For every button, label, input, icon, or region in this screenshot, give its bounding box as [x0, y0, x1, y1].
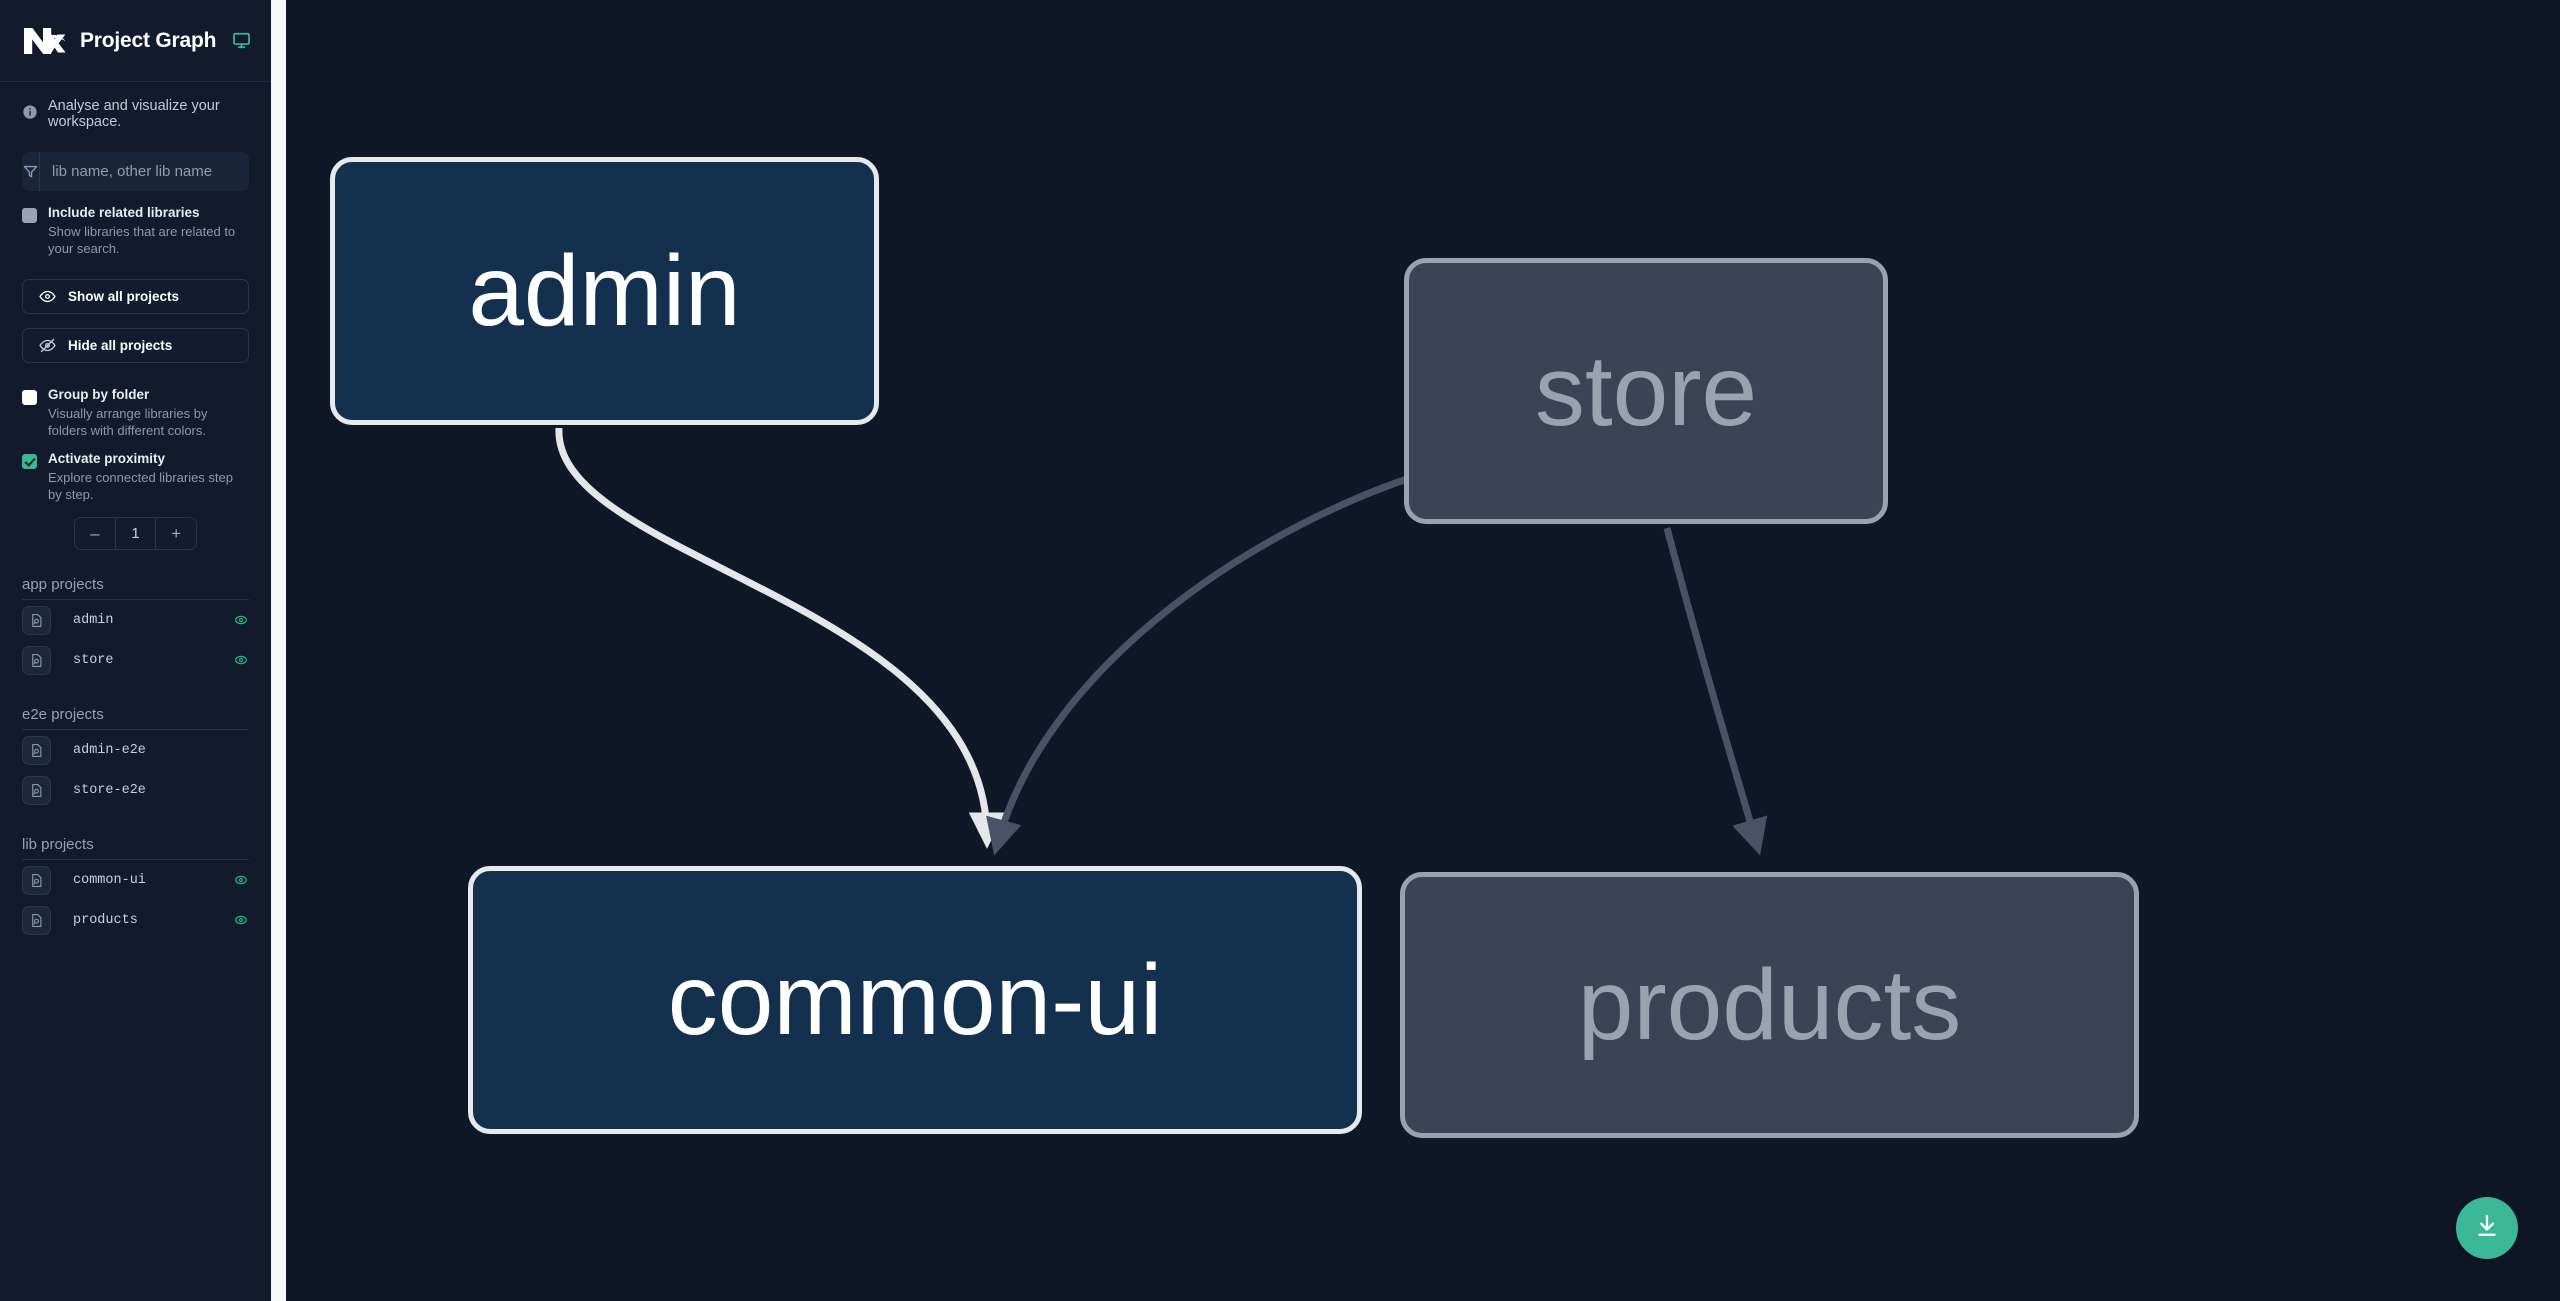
project-name: admin-e2e — [73, 742, 146, 758]
search-input[interactable] — [40, 152, 249, 191]
option-description: Explore connected libraries step by step… — [48, 470, 233, 502]
graph-node-label: common-ui — [667, 944, 1163, 1056]
toggle-visibility-eye-icon[interactable] — [233, 652, 249, 668]
section-title-app-projects: app projects — [22, 576, 104, 593]
proximity-increment-button[interactable]: + — [155, 518, 196, 549]
project-row-admin[interactable]: admin — [0, 600, 271, 640]
graph-node-label: products — [1577, 949, 1962, 1061]
option-title: Include related libraries — [48, 205, 200, 220]
download-icon — [2473, 1212, 2501, 1245]
project-icon — [22, 865, 51, 895]
hide-all-projects-label: Hide all projects — [68, 338, 173, 353]
project-name: admin — [73, 612, 114, 628]
edge-admin-to-common-ui — [555, 427, 1006, 849]
show-all-projects-label: Show all projects — [68, 289, 180, 304]
section-divider — [22, 859, 249, 860]
sidebar-resizer[interactable] — [271, 0, 287, 1301]
graph-node-store[interactable]: store — [1404, 258, 1888, 524]
section-title-lib-projects: lib projects — [22, 836, 94, 853]
proximity-stepper[interactable]: – 1 + — [74, 517, 197, 550]
hide-all-projects-button[interactable]: Hide all projects — [22, 328, 249, 363]
sidebar-header: Project Graph — [0, 0, 271, 82]
graph-node-products[interactable]: products — [1400, 872, 2139, 1138]
edge-store-to-products — [1663, 527, 1768, 856]
project-icon — [22, 775, 51, 805]
info-row: Analyse and visualize your workspace. — [0, 82, 271, 136]
project-name: store-e2e — [73, 782, 146, 798]
show-all-projects-button[interactable]: Show all projects — [22, 279, 249, 314]
filter-icon — [22, 152, 40, 191]
project-icon — [22, 735, 51, 765]
graph-canvas[interactable]: admin store common-ui products — [287, 0, 2560, 1301]
project-row-common-ui[interactable]: common-ui — [0, 860, 271, 900]
activate-proximity-checkbox[interactable] — [22, 454, 37, 469]
nx-logo — [22, 24, 68, 58]
graph-edges — [555, 427, 1768, 856]
project-icon — [22, 905, 51, 935]
option-description: Visually arrange libraries by folders wi… — [48, 406, 208, 438]
project-name: store — [73, 652, 114, 668]
option-activate-proximity[interactable]: Activate proximity Explore connected lib… — [0, 439, 271, 503]
graph-node-admin[interactable]: admin — [330, 157, 879, 425]
option-title: Group by folder — [48, 387, 150, 402]
proximity-decrement-button[interactable]: – — [75, 518, 115, 549]
monitor-icon[interactable] — [232, 31, 251, 50]
project-icon — [22, 605, 51, 635]
edge-store-to-common-ui — [986, 466, 1436, 856]
sidebar: Project Graph Analyse and visualize your… — [0, 0, 271, 1301]
toggle-visibility-eye-icon[interactable] — [233, 872, 249, 888]
option-description: Show libraries that are related to your … — [48, 224, 236, 256]
section-divider — [22, 599, 249, 600]
option-group-by-folder[interactable]: Group by folder Visually arrange librari… — [0, 363, 271, 439]
section-divider — [22, 729, 249, 730]
graph-node-label: admin — [468, 235, 741, 347]
download-image-button[interactable] — [2456, 1197, 2518, 1259]
search-field[interactable] — [22, 152, 249, 191]
graph-node-label: store — [1534, 335, 1758, 447]
project-name: products — [73, 912, 138, 928]
project-row-store-e2e[interactable]: store-e2e — [0, 770, 271, 810]
group-by-folder-checkbox[interactable] — [22, 390, 37, 405]
project-row-products[interactable]: products — [0, 900, 271, 940]
info-icon — [22, 104, 38, 125]
include-related-libraries-checkbox[interactable] — [22, 208, 37, 223]
page-title: Project Graph — [80, 28, 217, 52]
project-icon — [22, 645, 51, 675]
proximity-value: 1 — [114, 518, 156, 549]
project-name: common-ui — [73, 872, 146, 888]
info-text: Analyse and visualize your workspace. — [48, 98, 220, 130]
toggle-visibility-eye-icon[interactable] — [233, 612, 249, 628]
graph-node-common-ui[interactable]: common-ui — [468, 866, 1362, 1134]
option-title: Activate proximity — [48, 451, 166, 466]
project-row-admin-e2e[interactable]: admin-e2e — [0, 730, 271, 770]
option-include-related-libraries[interactable]: Include related libraries Show libraries… — [0, 191, 271, 257]
project-row-store[interactable]: store — [0, 640, 271, 680]
toggle-visibility-eye-icon[interactable] — [233, 912, 249, 928]
section-title-e2e-projects: e2e projects — [22, 706, 104, 723]
